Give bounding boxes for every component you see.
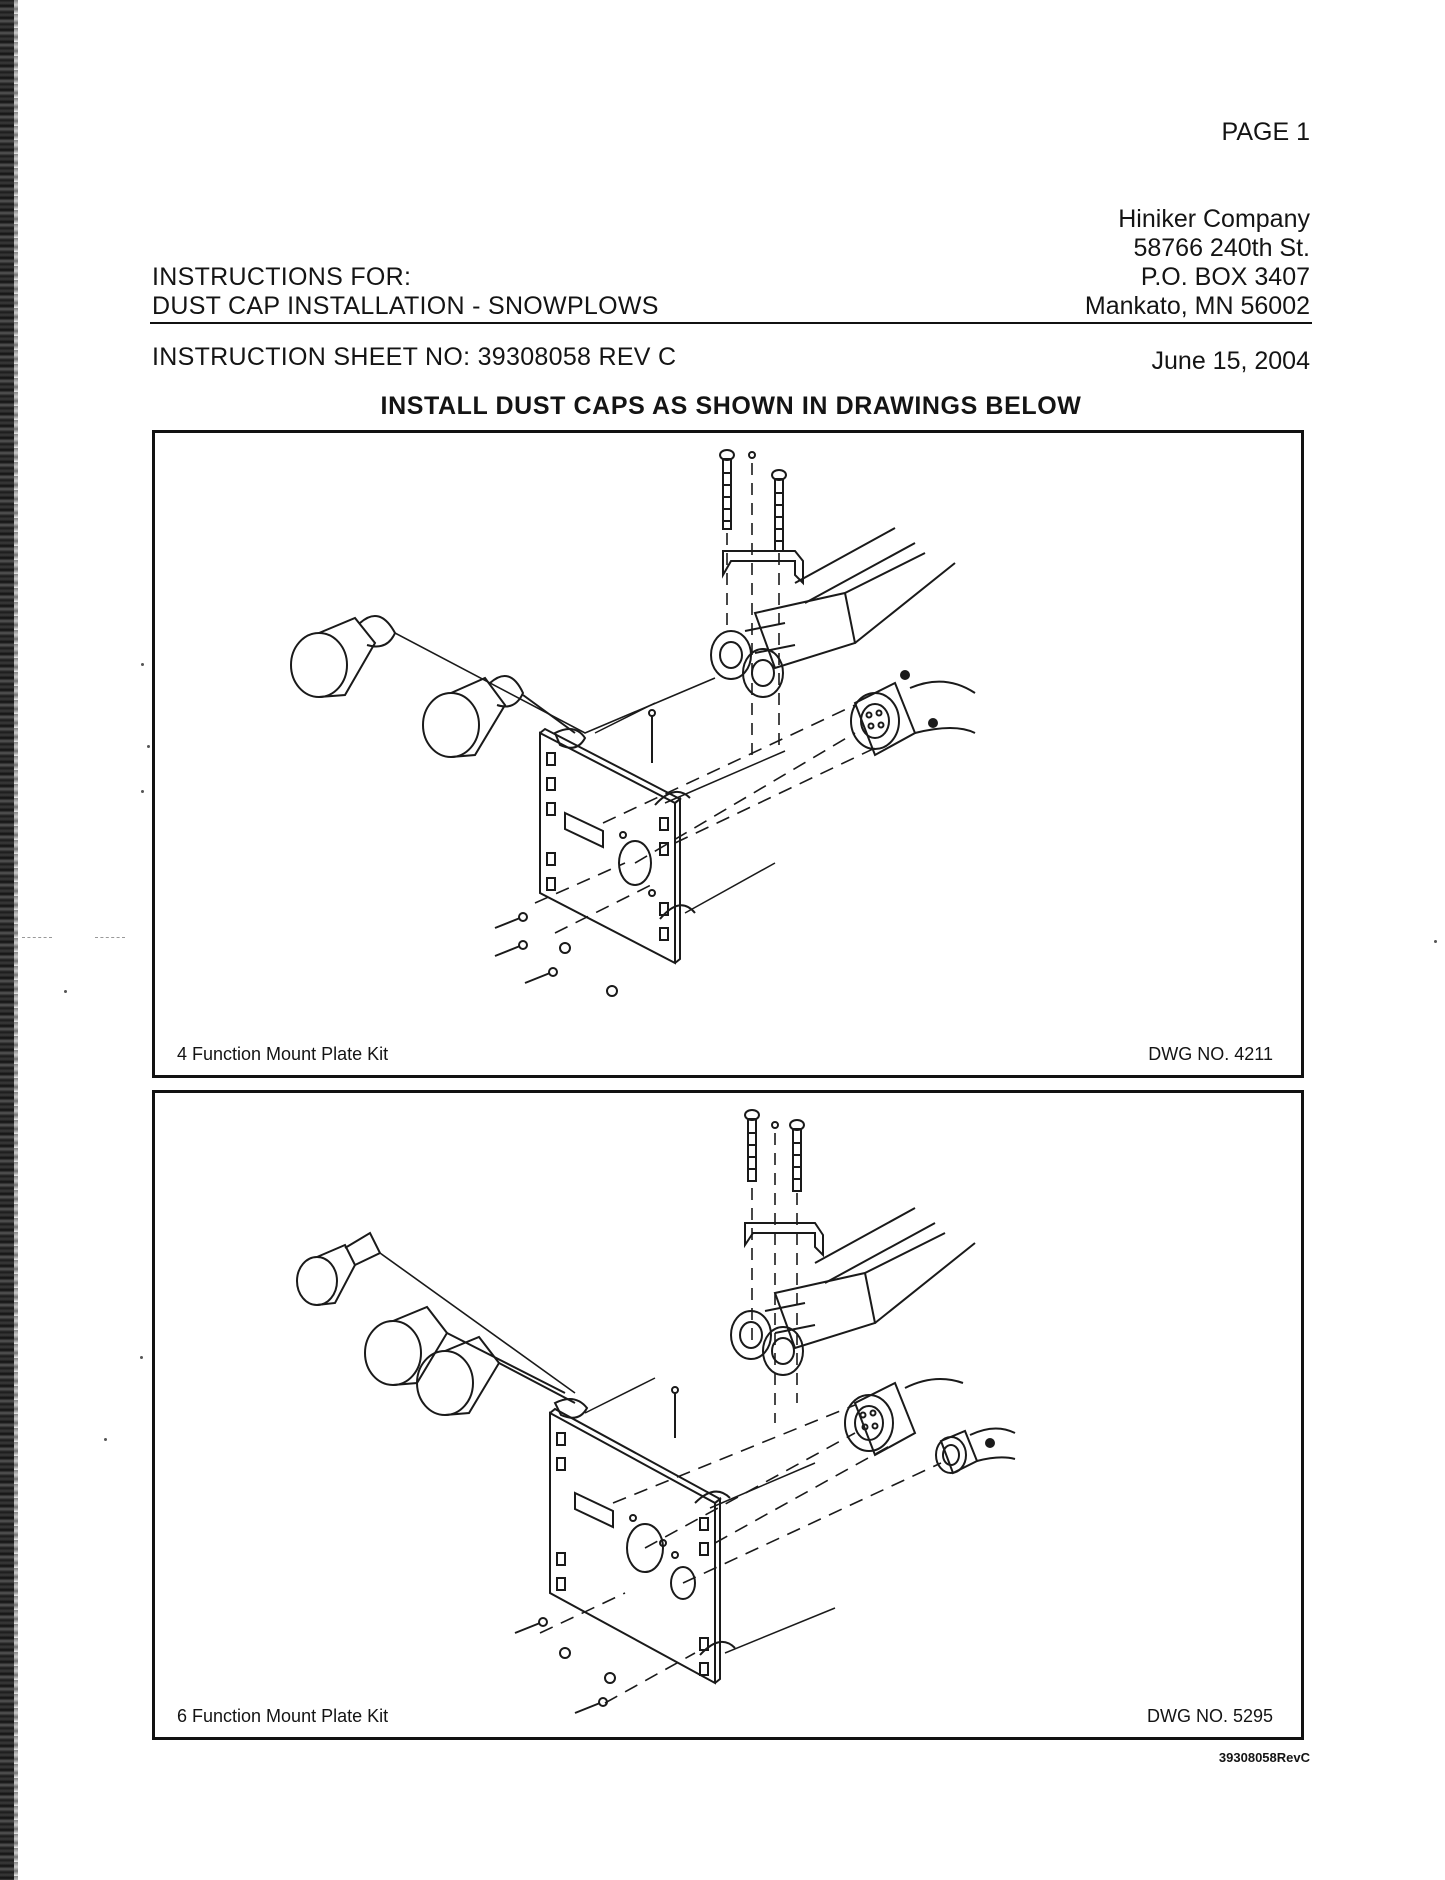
cable-tie-lower: [724, 1607, 836, 1654]
drawing-4211-illustration: [290, 449, 976, 997]
scan-speck: [140, 1356, 143, 1359]
electrical-connector: [850, 670, 976, 757]
drawing-number-5295: DWG NO. 5295: [1146, 1706, 1273, 1726]
top-screws: [744, 1109, 805, 1192]
cable-tie-upper: [709, 1462, 816, 1509]
scan-speck: [64, 990, 67, 993]
screw-guide-lines: [726, 463, 780, 763]
hydraulic-coupler-assembly: [710, 527, 956, 698]
cable-tie-top: [594, 702, 656, 734]
mount-bracket: [744, 1222, 824, 1258]
scan-artifact-line: [95, 937, 125, 939]
bottom-fasteners: [494, 709, 656, 997]
mount-plate: [549, 1407, 736, 1685]
mount-plate: [539, 727, 696, 965]
main-heading: INSTALL DUST CAPS AS SHOWN IN DRAWINGS B…: [380, 392, 1082, 420]
instructions-label: INSTRUCTIONS FOR:: [152, 263, 412, 291]
cable-tie-top: [584, 1377, 656, 1414]
scan-speck: [141, 790, 144, 793]
scan-speck: [104, 1438, 107, 1441]
instruction-sheet-number: INSTRUCTION SHEET NO: 39308058 REV C: [152, 343, 677, 371]
cable-tie-lower: [684, 862, 776, 914]
company-po-box: P.O. BOX 3407: [1140, 263, 1310, 291]
footer-document-code: 39308058RevC: [1218, 1750, 1310, 1765]
drawing-panel-4-function: 4 Function Mount Plate Kit DWG NO. 4211: [152, 430, 1304, 1078]
company-street: 58766 240th St.: [1133, 234, 1310, 262]
instructions-title-block: INSTRUCTIONS FOR: DUST CAP INSTALLATION …: [152, 263, 659, 321]
drawing-panel-6-function: 6 Function Mount Plate Kit DWG NO. 5295: [152, 1090, 1304, 1740]
bottom-fasteners: [514, 1386, 679, 1714]
connector-guide-lines: [539, 1404, 942, 1704]
connector-guide-lines: [534, 704, 876, 934]
drawing-number-4211: DWG NO. 4211: [1148, 1044, 1273, 1064]
scan-speck: [141, 663, 144, 666]
dust-caps-with-lanyard: [290, 614, 716, 758]
header-rule: [150, 322, 1312, 324]
scan-speck: [147, 745, 150, 748]
top-screws: [719, 449, 787, 552]
scan-binding-shadow: [14, 0, 18, 1880]
page-number: PAGE 1: [1221, 118, 1310, 146]
sheet-date: June 15, 2004: [1151, 347, 1310, 375]
kit-label-4-function: 4 Function Mount Plate Kit: [177, 1044, 389, 1064]
scan-artifact-line: [22, 937, 52, 939]
drawing-5295-illustration: [296, 1109, 1016, 1714]
instructions-title: DUST CAP INSTALLATION - SNOWPLOWS: [152, 292, 659, 320]
screw-guide-lines: [751, 1133, 798, 1423]
company-city: Mankato, MN 56002: [1084, 292, 1310, 320]
company-address: Hiniker Company 58766 240th St. P.O. BOX…: [1000, 205, 1310, 321]
cable-tie-upper: [664, 750, 786, 804]
scan-binding-edge: [0, 0, 14, 1880]
electrical-connector-large: [844, 1378, 964, 1457]
mount-bracket: [722, 550, 804, 586]
kit-label-6-function: 6 Function Mount Plate Kit: [177, 1706, 389, 1726]
electrical-connector-small: [935, 1427, 1016, 1475]
hydraulic-coupler-assembly: [730, 1207, 976, 1376]
scan-speck: [1434, 940, 1437, 943]
dust-caps-with-lanyard: [296, 1231, 589, 1419]
company-name: Hiniker Company: [1118, 205, 1310, 233]
